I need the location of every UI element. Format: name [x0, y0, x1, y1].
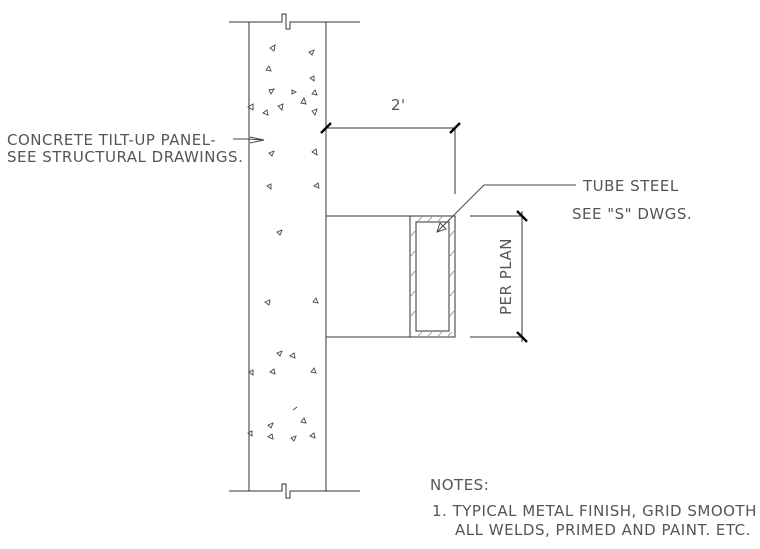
notes-heading: NOTES:: [430, 476, 489, 494]
leader-tube: [436, 184, 576, 233]
tube-label-line2: SEE "S" DWGS.: [572, 205, 692, 223]
tube-wall-hatch: [410, 216, 455, 337]
leader-panel-arrow: [249, 136, 265, 144]
leader-tube-arrow: [436, 222, 447, 233]
concrete-aggregate: [247, 44, 320, 442]
dimension-side: [470, 210, 528, 343]
notes-line2: ALL WELDS, PRIMED AND PAINT. ETC.: [455, 521, 751, 539]
tube-steel-section: [409, 215, 456, 338]
panel-label-line2: SEE STRUCTURAL DRAWINGS.: [7, 148, 243, 166]
leader-panel: [233, 138, 265, 141]
dimension-top-label: 2': [391, 96, 406, 114]
tube-label-line1: TUBE STEEL: [582, 177, 679, 195]
panel-label-line1: CONCRETE TILT-UP PANEL-: [7, 131, 216, 149]
projecting-plate: [326, 215, 410, 338]
dimension-top: [320, 122, 461, 194]
notes-line1: 1. TYPICAL METAL FINISH, GRID SMOOTH: [432, 502, 757, 520]
concrete-panel: [229, 13, 360, 499]
dimension-side-label: PER PLAN: [497, 238, 515, 315]
